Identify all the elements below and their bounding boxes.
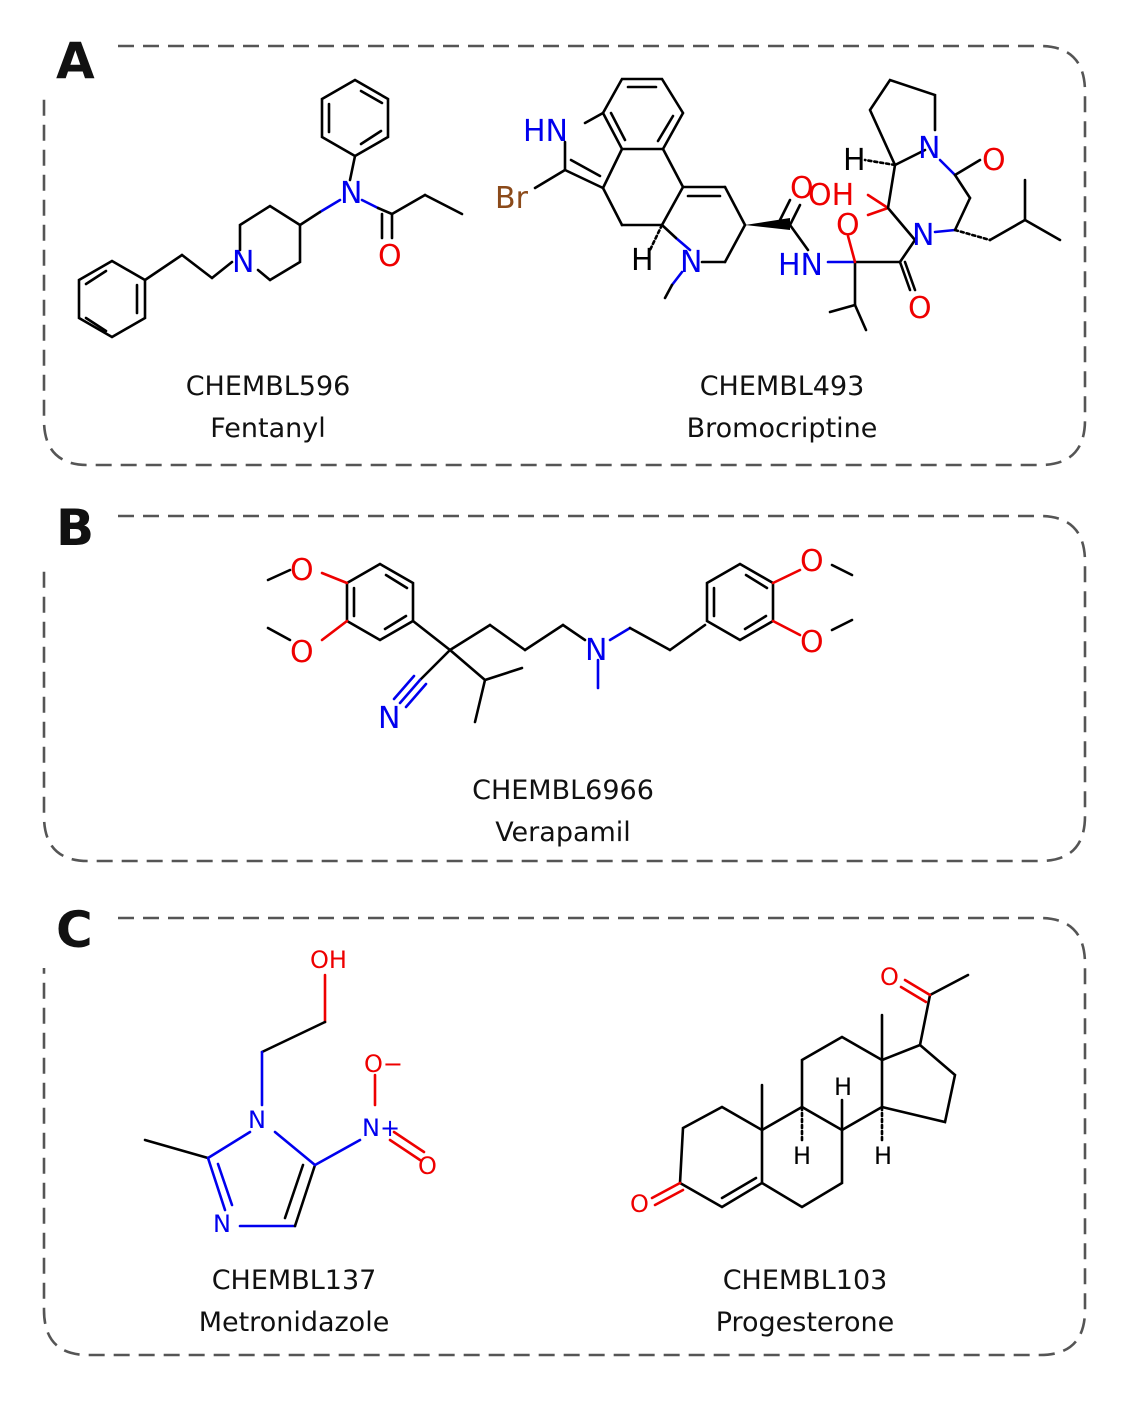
svg-text:O: O bbox=[836, 208, 860, 243]
caption-fentanyl: CHEMBL596 Fentanyl bbox=[118, 366, 418, 450]
svg-text:Br: Br bbox=[495, 181, 529, 216]
svg-text:N: N bbox=[232, 245, 254, 280]
svg-text:OH: OH bbox=[310, 946, 347, 974]
svg-text:O: O bbox=[982, 143, 1006, 178]
molecule-name: Progesterone bbox=[715, 1307, 895, 1338]
chembl-id: CHEMBL596 bbox=[185, 371, 351, 402]
svg-text:O: O bbox=[800, 544, 824, 579]
svg-text:O: O bbox=[418, 1152, 437, 1180]
svg-text:HN: HN bbox=[523, 114, 568, 149]
svg-text:N: N bbox=[378, 701, 400, 736]
chembl-id: CHEMBL493 bbox=[699, 371, 865, 402]
svg-text:O: O bbox=[908, 291, 932, 326]
caption-bromocriptine: CHEMBL493 Bromocriptine bbox=[632, 366, 932, 450]
svg-text:N: N bbox=[912, 218, 934, 253]
svg-text:HN: HN bbox=[778, 248, 823, 283]
svg-text:H: H bbox=[834, 1073, 852, 1101]
svg-text:N+: N+ bbox=[362, 1114, 400, 1142]
progesterone-structure: O O H H H bbox=[630, 963, 970, 1218]
svg-text:O: O bbox=[630, 1190, 649, 1218]
svg-text:N: N bbox=[918, 131, 940, 166]
caption-progesterone: CHEMBL103 Progesterone bbox=[655, 1260, 955, 1344]
chembl-id: CHEMBL137 bbox=[211, 1265, 377, 1296]
svg-text:H: H bbox=[843, 143, 866, 178]
svg-text:H: H bbox=[793, 1142, 811, 1170]
svg-text:N: N bbox=[680, 245, 702, 280]
verapamil-structure: O O N N O O bbox=[266, 544, 854, 736]
panel-letter-b: B bbox=[56, 499, 95, 557]
svg-text:N: N bbox=[340, 176, 362, 211]
molecule-name: Metronidazole bbox=[198, 1307, 390, 1338]
svg-text:O−: O− bbox=[364, 1050, 403, 1078]
chembl-id: CHEMBL103 bbox=[722, 1265, 888, 1296]
svg-text:OH: OH bbox=[808, 178, 854, 213]
svg-text:N: N bbox=[248, 1106, 266, 1134]
svg-text:O: O bbox=[290, 553, 314, 588]
svg-text:O: O bbox=[290, 635, 314, 670]
svg-text:H: H bbox=[874, 1142, 892, 1170]
svg-text:O: O bbox=[790, 171, 814, 206]
molecule-name: Verapamil bbox=[495, 817, 631, 848]
svg-text:O: O bbox=[800, 625, 824, 660]
svg-text:N: N bbox=[213, 1210, 231, 1238]
svg-text:N: N bbox=[585, 633, 607, 668]
panel-letter-c: C bbox=[56, 901, 93, 959]
metronidazole-structure: OH N N N+ O− O bbox=[143, 946, 437, 1238]
caption-verapamil: CHEMBL6966 Verapamil bbox=[413, 770, 713, 854]
svg-text:H: H bbox=[631, 243, 654, 278]
chembl-id: CHEMBL6966 bbox=[472, 775, 654, 806]
molecule-name: Fentanyl bbox=[210, 413, 326, 444]
caption-metronidazole: CHEMBL137 Metronidazole bbox=[144, 1260, 444, 1344]
panel-letter-a: A bbox=[56, 32, 95, 90]
molecule-name: Bromocriptine bbox=[686, 413, 878, 444]
bromocriptine-structure: HN Br H N HN O OH O O N N O H bbox=[495, 77, 1062, 332]
fentanyl-structure: N N O bbox=[77, 78, 464, 339]
svg-text:O: O bbox=[880, 963, 899, 991]
svg-text:O: O bbox=[378, 239, 402, 274]
